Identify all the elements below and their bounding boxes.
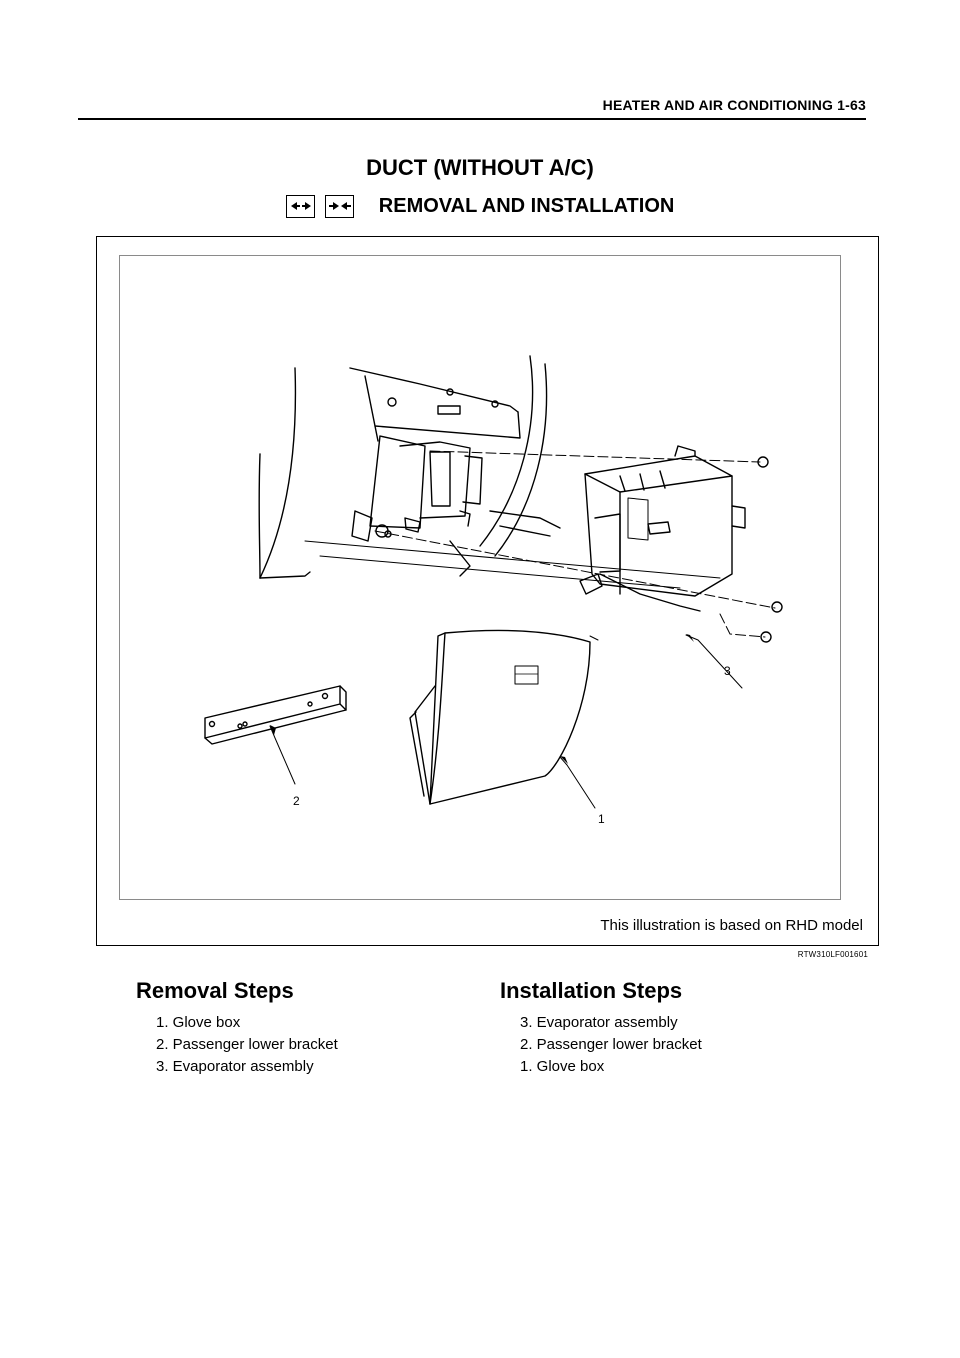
nut-lower-2 bbox=[760, 631, 772, 643]
illustration-frame: 3 1 2 This illustration is based on RHD … bbox=[96, 236, 879, 946]
removal-arrows-icon bbox=[285, 195, 315, 219]
removal-steps-section: Removal Steps 1. Glove box 2. Passenger … bbox=[136, 978, 496, 1078]
header-rule bbox=[78, 118, 866, 120]
procedure-heading: REMOVAL AND INSTALLATION bbox=[0, 195, 960, 219]
dash-crossmember bbox=[349, 367, 519, 413]
installation-steps-list: 3. Evaporator assembly 2. Passenger lowe… bbox=[500, 1012, 860, 1078]
callout-3: 3 bbox=[724, 664, 731, 678]
procedure-heading-label: REMOVAL AND INSTALLATION bbox=[378, 195, 675, 218]
glove-box-part bbox=[409, 629, 591, 805]
passenger-lower-bracket-part bbox=[204, 685, 347, 745]
page-title: DUCT (WITHOUT A/C) bbox=[366, 155, 594, 180]
removal-step: 3. Evaporator assembly bbox=[156, 1058, 314, 1075]
callout-1: 1 bbox=[598, 812, 605, 826]
exploded-view-diagram: 3 1 2 bbox=[204, 355, 783, 826]
section-header: HEATER AND AIR CONDITIONING 1-63 bbox=[602, 97, 866, 113]
callout-2: 2 bbox=[293, 794, 300, 808]
installation-step: 2. Passenger lower bracket bbox=[520, 1036, 702, 1053]
dash-contour-left bbox=[259, 367, 297, 579]
installation-steps-section: Installation Steps 3. Evaporator assembl… bbox=[500, 978, 860, 1078]
figure-code: RTW310LF001601 bbox=[797, 950, 868, 959]
nut-lower-1 bbox=[771, 601, 783, 613]
installation-arrows-icon bbox=[325, 195, 355, 219]
a-pillar-trim bbox=[479, 355, 534, 547]
installation-step: 1. Glove box bbox=[520, 1058, 605, 1075]
removal-steps-list: 1. Glove box 2. Passenger lower bracket … bbox=[136, 1012, 496, 1078]
nut-upper bbox=[757, 456, 769, 468]
installation-step: 3. Evaporator assembly bbox=[520, 1014, 678, 1031]
illustration-area: 3 1 2 bbox=[119, 255, 841, 900]
removal-step: 2. Passenger lower bracket bbox=[156, 1036, 338, 1053]
evaporator-assembly bbox=[579, 445, 746, 612]
procedure-icons bbox=[285, 195, 360, 219]
removal-steps-title: Removal Steps bbox=[136, 978, 294, 1003]
removal-step: 1. Glove box bbox=[156, 1014, 241, 1031]
installation-steps-title: Installation Steps bbox=[500, 978, 683, 1003]
illustration-caption: This illustration is based on RHD model bbox=[600, 917, 863, 934]
